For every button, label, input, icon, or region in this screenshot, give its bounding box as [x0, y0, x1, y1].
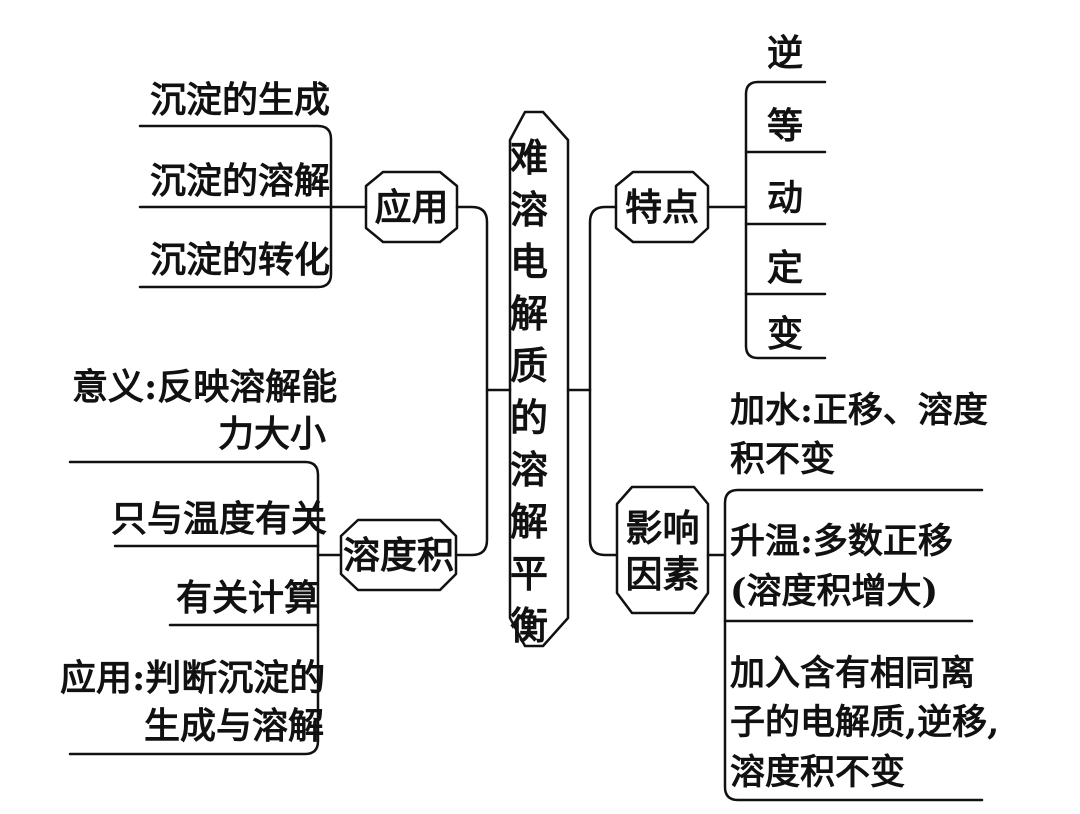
node-factors-label-line2: 因素	[625, 552, 700, 596]
center-char: 衡	[509, 603, 548, 648]
node-frame-factors	[615, 485, 710, 615]
leaf-feature-1: 逆	[767, 32, 804, 74]
leaf-factor-ion-line2: 子的电解质,逆移,	[730, 702, 1000, 743]
center-char: 电	[509, 239, 548, 284]
center-char: 难	[509, 135, 548, 180]
leaf-line-feat-1	[744, 80, 827, 360]
leaf-ksp-calculation: 有关计算	[176, 577, 321, 619]
leaf-factor-ion-line1: 加入含有相同离	[730, 653, 976, 694]
leaf-feature-2: 等	[767, 105, 804, 147]
leaf-application-1: 沉淀的生成	[150, 79, 331, 121]
center-char: 溶	[509, 187, 548, 232]
trunk-left	[454, 205, 489, 557]
center-char: 质	[509, 343, 548, 388]
node-factors-label-line1: 影响	[625, 506, 700, 550]
node-ksp-label: 溶度积	[343, 533, 454, 577]
center-char: 溶	[509, 447, 548, 492]
node-application-label: 应用	[374, 185, 449, 229]
leaf-line-fac-1	[723, 488, 984, 802]
center-node: 难 溶 电 解 质 的 溶 解 平 衡	[503, 132, 555, 652]
leaf-factor-ion-line3: 溶度积不变	[730, 752, 906, 793]
leaf-ksp-usage-line2: 生成与溶解	[144, 705, 325, 747]
leaf-factor-water-line2: 积不变	[730, 439, 836, 480]
leaf-factor-heat-line2: (溶度积增大)	[730, 571, 939, 612]
center-char: 解	[509, 291, 548, 336]
center-char: 的	[509, 395, 548, 440]
leaf-application-2: 沉淀的溶解	[150, 160, 331, 202]
leaf-ksp-usage-line1: 应用:判断沉淀的	[60, 657, 326, 699]
leaf-application-3: 沉淀的转化	[150, 239, 331, 281]
center-node-frame	[508, 110, 570, 648]
leaf-factor-water-line1: 加水:正移、溶度	[730, 390, 988, 431]
node-frame-application	[364, 170, 459, 244]
center-char: 解	[509, 499, 548, 544]
leaf-factor-heat-line1: 升温:多数正移	[730, 521, 953, 562]
leaf-ksp-meaning-line2: 力大小	[218, 413, 327, 455]
node-frame-ksp	[339, 518, 458, 592]
leaf-ksp-meaning-line1: 意义:反映溶解能	[72, 366, 338, 408]
leaf-line-ksp-1	[68, 460, 320, 756]
node-features-label: 特点	[625, 185, 699, 229]
node-frame-features	[614, 170, 710, 244]
trunk-right	[588, 205, 618, 557]
leaf-ksp-temperature: 只与温度有关	[111, 498, 328, 540]
leaf-feature-4: 定	[767, 247, 804, 289]
leaf-feature-3: 动	[767, 177, 804, 219]
leaf-feature-5: 变	[767, 313, 804, 355]
center-char: 平	[509, 551, 548, 596]
